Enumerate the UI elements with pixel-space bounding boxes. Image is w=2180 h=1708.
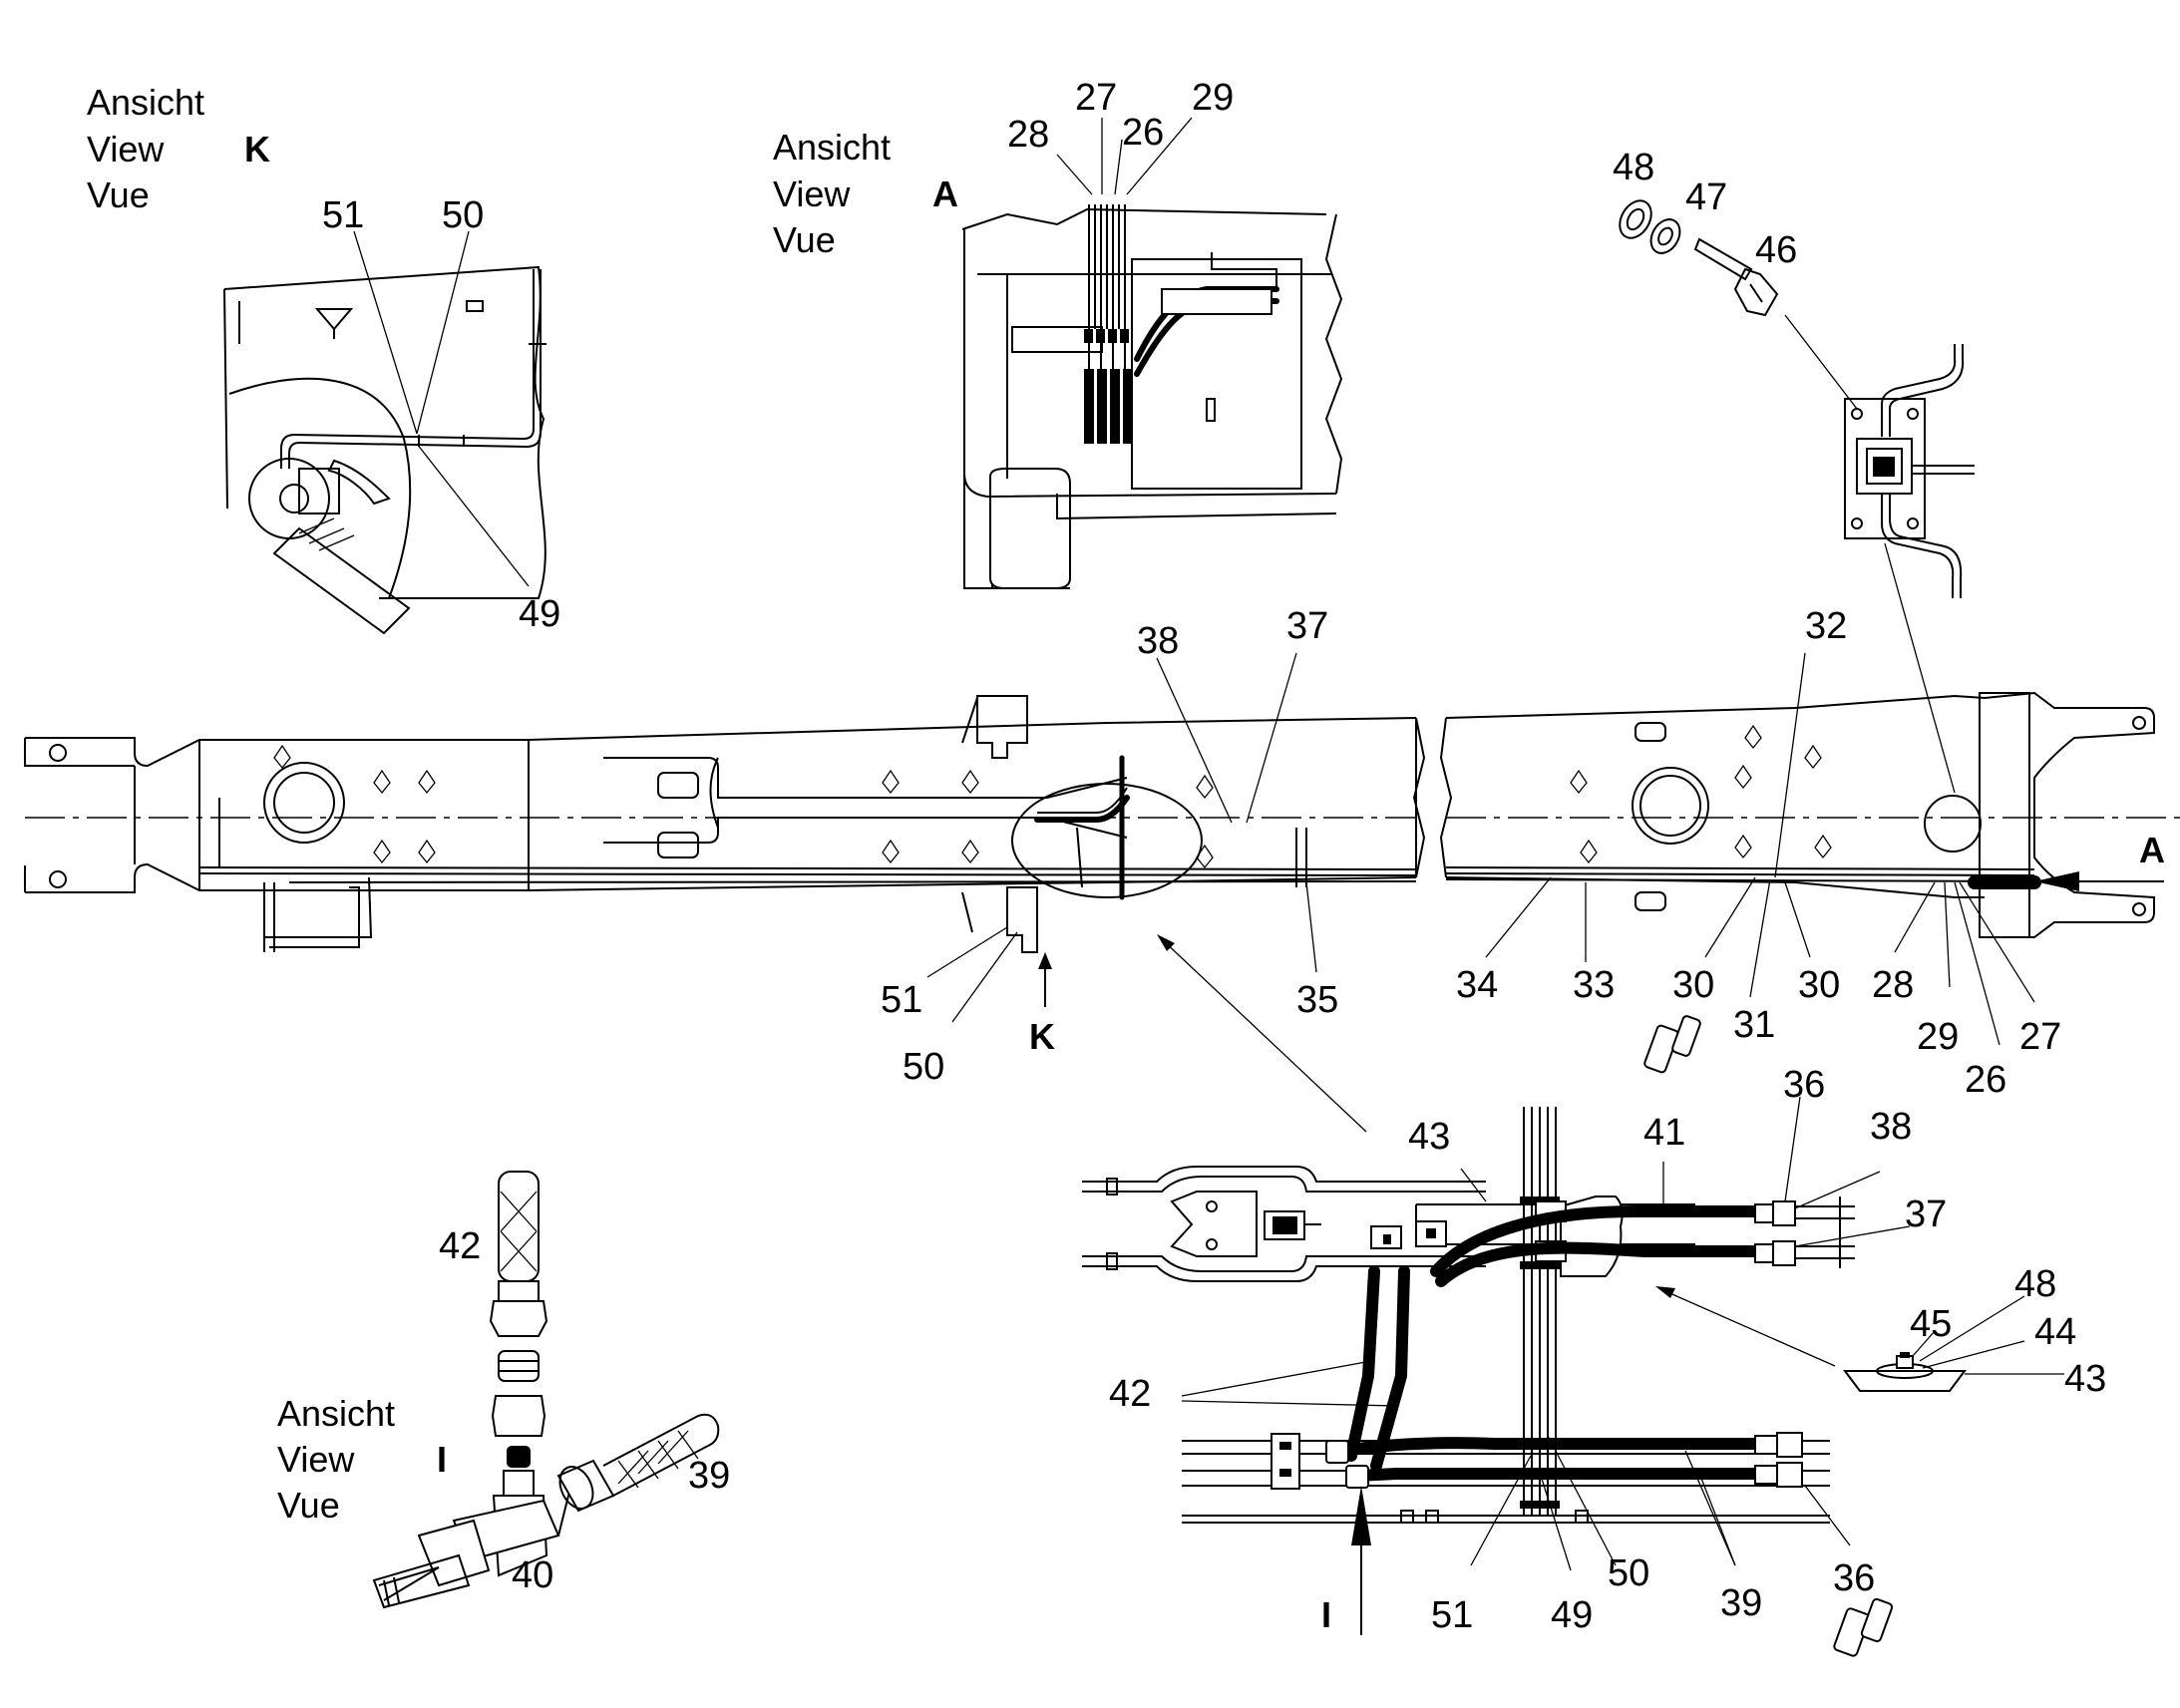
view-a-view: View bbox=[773, 173, 851, 214]
view-a-letter: A bbox=[932, 173, 958, 214]
bolt-46 bbox=[1693, 237, 1779, 317]
view-a-callout-29: 29 bbox=[1192, 77, 1234, 119]
enlarged-hose-detail: I 43 41 36 38 37 42 45 48 44 43 51 49 50… bbox=[1082, 1064, 2106, 1657]
bolt-switch-detail: 48 47 46 bbox=[1613, 147, 1975, 794]
view-k-vue: Vue bbox=[87, 174, 150, 215]
detail-callout-36a: 36 bbox=[1783, 1064, 1825, 1106]
fitting-36-detail bbox=[1833, 1597, 1894, 1657]
hose-39-end bbox=[556, 1413, 720, 1513]
arrow-k-letter: K bbox=[1029, 1016, 1055, 1057]
hose-42-assembly bbox=[489, 1171, 548, 1497]
view-k-detail: Ansicht View Vue K bbox=[87, 82, 560, 635]
detail-callout-39: 39 bbox=[1720, 1582, 1762, 1624]
arrow-a-letter: A bbox=[2139, 830, 2165, 870]
frame-callout-31: 31 bbox=[1733, 1004, 1775, 1046]
frame-callout-26: 26 bbox=[1965, 1059, 2006, 1101]
detail-callout-49: 49 bbox=[1551, 1594, 1593, 1636]
frame-callout-27: 27 bbox=[2019, 1016, 2061, 1058]
frame-callout-51: 51 bbox=[881, 979, 922, 1021]
detail-callout-43b: 43 bbox=[2064, 1358, 2106, 1400]
view-k-callout-50: 50 bbox=[442, 194, 484, 236]
frame-callout-30b: 30 bbox=[1798, 964, 1840, 1006]
view-i-letter: I bbox=[437, 1439, 447, 1480]
detail-callout-37: 37 bbox=[1905, 1194, 1947, 1235]
frame-callout-30a: 30 bbox=[1672, 964, 1714, 1006]
view-k-callout-51: 51 bbox=[322, 194, 364, 236]
view-i-callout-42: 42 bbox=[439, 1225, 481, 1267]
frame-callout-29: 29 bbox=[1917, 1016, 1959, 1058]
view-i-view: View bbox=[277, 1439, 355, 1480]
detail-callout-36b: 36 bbox=[1833, 1557, 1875, 1599]
view-a-callout-28: 28 bbox=[1007, 114, 1049, 156]
frame-callout-32: 32 bbox=[1805, 605, 1847, 647]
view-k-ansicht: Ansicht bbox=[87, 82, 204, 123]
frame-callout-34: 34 bbox=[1456, 964, 1498, 1006]
view-a-callout-26: 26 bbox=[1122, 112, 1164, 154]
view-i-detail: Ansicht View Vue I bbox=[277, 1171, 730, 1609]
bolt-callout-46: 46 bbox=[1755, 229, 1797, 271]
detail-callout-45: 45 bbox=[1910, 1303, 1952, 1345]
view-i-vue: Vue bbox=[277, 1485, 340, 1526]
view-k-callout-49: 49 bbox=[519, 593, 560, 635]
frame-callout-38: 38 bbox=[1137, 620, 1179, 662]
detail-callout-41: 41 bbox=[1643, 1112, 1685, 1154]
fitting-36-frame bbox=[1643, 1015, 1701, 1074]
view-k-view: View bbox=[87, 129, 165, 170]
frame-callout-50: 50 bbox=[903, 1046, 944, 1088]
bolt-callout-48: 48 bbox=[1613, 147, 1654, 188]
bolt-callout-47: 47 bbox=[1685, 176, 1727, 218]
view-i-callout-40: 40 bbox=[512, 1554, 553, 1596]
view-a-vue: Vue bbox=[773, 219, 836, 260]
view-a-callout-27: 27 bbox=[1075, 77, 1117, 119]
view-k-drawing bbox=[223, 230, 546, 635]
clamp-plate-detail bbox=[1843, 1352, 1967, 1392]
view-k-letter: K bbox=[244, 129, 270, 170]
arrow-i-letter: I bbox=[1321, 1594, 1331, 1635]
bolt-markers-left bbox=[273, 744, 1214, 869]
frame-callout-28: 28 bbox=[1872, 964, 1914, 1006]
detail-callout-43: 43 bbox=[1408, 1116, 1450, 1158]
detail-callout-38: 38 bbox=[1870, 1106, 1912, 1148]
view-i-callout-39: 39 bbox=[688, 1455, 730, 1497]
frame-callout-33: 33 bbox=[1573, 964, 1615, 1006]
tee-fitting-40 bbox=[372, 1475, 574, 1609]
view-a-ansicht: Ansicht bbox=[773, 127, 891, 168]
detail-callout-44: 44 bbox=[2034, 1311, 2076, 1353]
detail-callout-42: 42 bbox=[1109, 1373, 1151, 1415]
washer-47 bbox=[1649, 218, 1681, 254]
frame-callout-35: 35 bbox=[1296, 979, 1338, 1021]
pipe-bundle bbox=[1084, 204, 1279, 444]
frame-callout-37: 37 bbox=[1286, 605, 1328, 647]
detail-callout-48: 48 bbox=[2014, 1263, 2056, 1305]
view-a-drawing bbox=[961, 117, 1343, 589]
main-frame-view: A K 38 37 32 51 50 35 34 bbox=[24, 605, 2180, 1133]
washer-48 bbox=[1619, 199, 1652, 239]
detail-callout-50: 50 bbox=[1608, 1552, 1649, 1594]
pressure-switch-bracket bbox=[1844, 344, 1975, 598]
view-a-detail: Ansicht View Vue A bbox=[773, 77, 1343, 589]
view-i-ansicht: Ansicht bbox=[277, 1393, 395, 1434]
detail-callout-51: 51 bbox=[1431, 1594, 1473, 1636]
